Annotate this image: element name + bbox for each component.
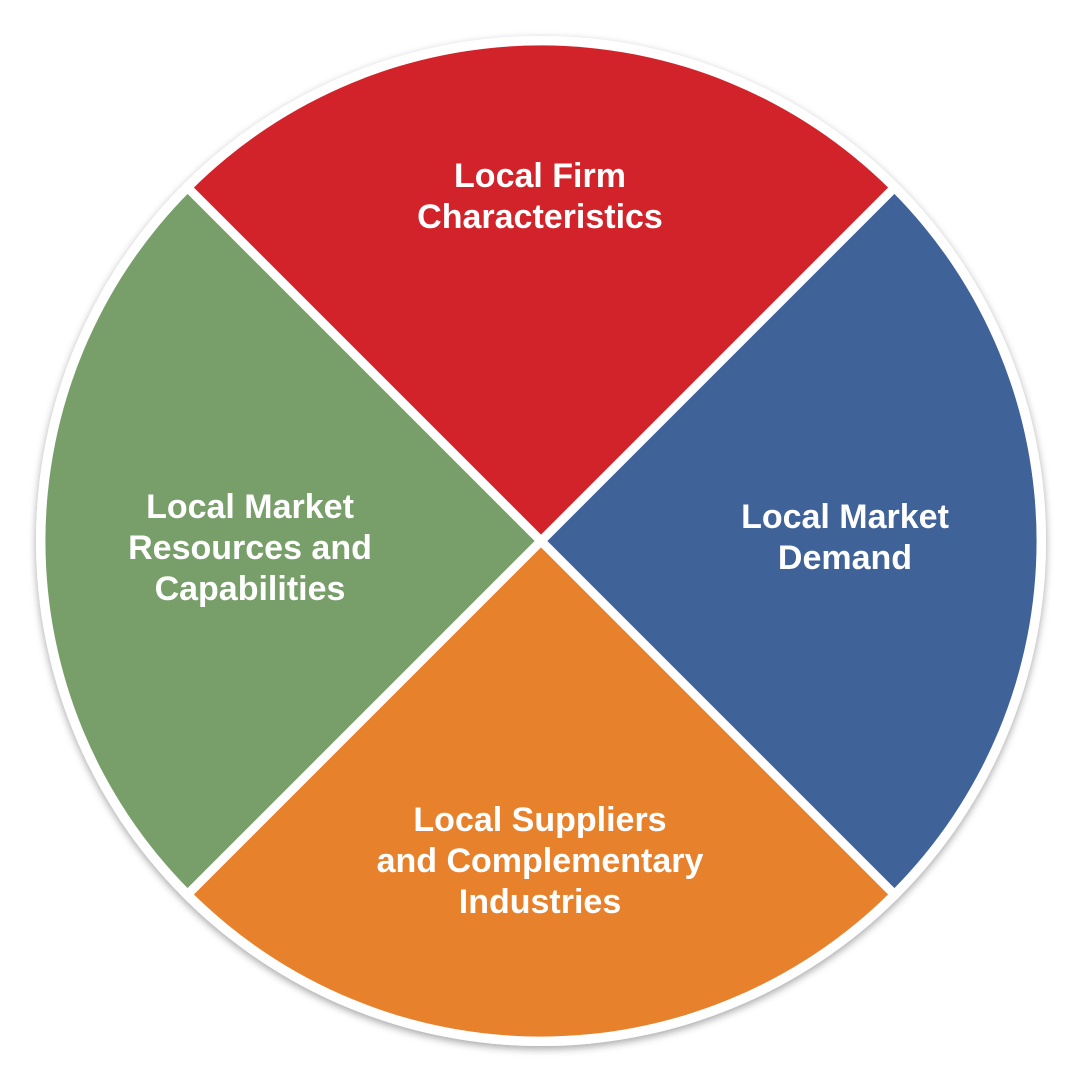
label-local-firm-characteristics: Local Firm Characteristics — [340, 156, 740, 238]
segment-right — [541, 190, 1037, 892]
segment-top — [190, 45, 892, 541]
label-line: Industries — [458, 883, 622, 921]
label-line: and Complementary — [376, 842, 704, 880]
label-line: Local Suppliers — [413, 801, 667, 839]
divider-diagonal-b — [181, 181, 901, 901]
segment-bottom — [190, 541, 892, 1037]
label-line: Local Firm — [454, 157, 626, 195]
label-local-suppliers: Local Suppliers and Complementary Indust… — [300, 800, 780, 923]
label-line: Capabilities — [154, 570, 346, 608]
label-line: Resources and — [128, 529, 372, 567]
label-local-market-resources: Local Market Resources and Capabilities — [95, 487, 405, 610]
segment-left — [45, 190, 541, 892]
label-line: Local Market — [741, 498, 949, 536]
label-local-market-demand: Local Market Demand — [690, 497, 1000, 579]
label-line: Demand — [777, 539, 913, 577]
label-line: Local Market — [146, 488, 354, 526]
label-line: Characteristics — [417, 198, 663, 236]
